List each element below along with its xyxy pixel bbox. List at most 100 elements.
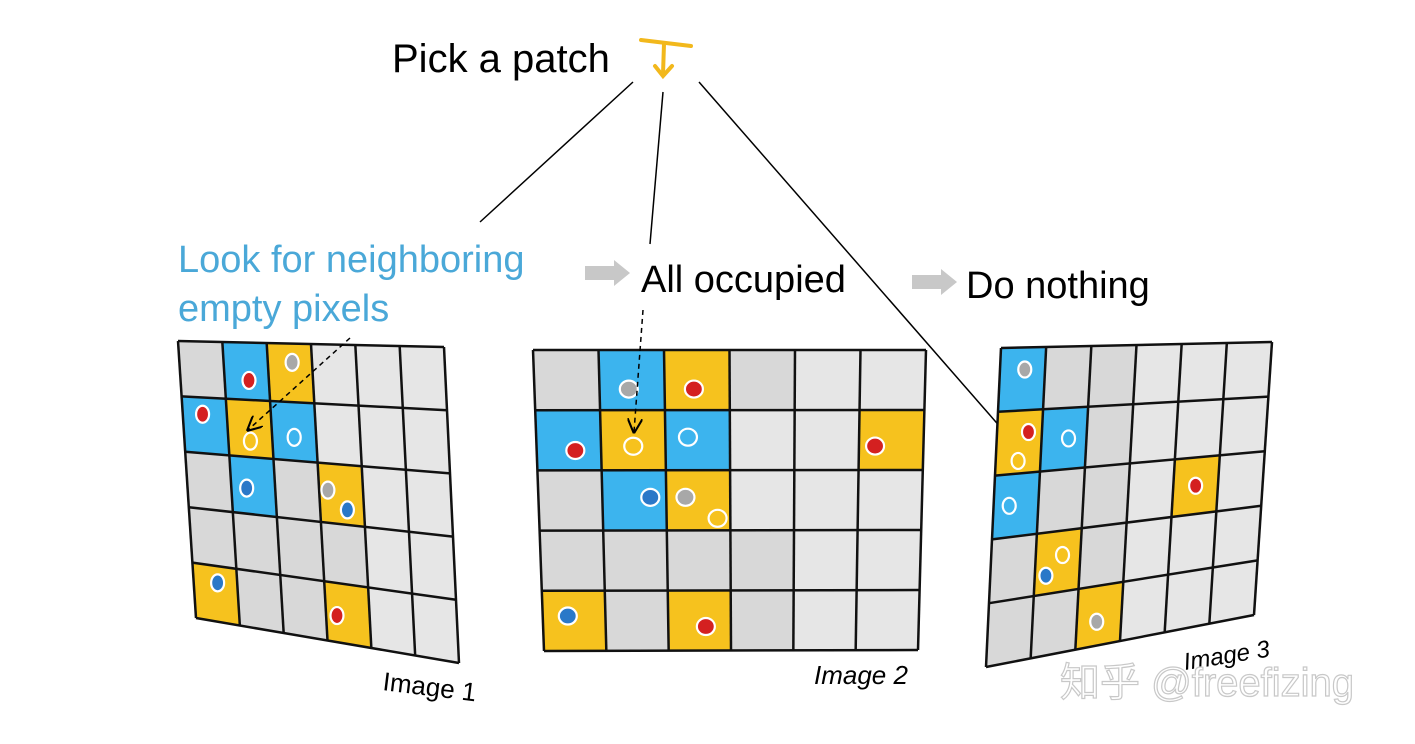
image1-cell	[402, 407, 450, 474]
dashed-arrow-image1	[248, 337, 351, 430]
image2-grid-line	[531, 349, 546, 652]
image1-cell	[273, 459, 321, 522]
image2-grid-line	[597, 349, 608, 651]
image3-cell	[1036, 467, 1085, 534]
image3-pixel-dot	[1020, 422, 1037, 442]
image1-grid-line	[354, 344, 373, 649]
image1-cell	[355, 345, 403, 408]
image1-cell	[324, 581, 372, 648]
image1-grid-line	[309, 343, 329, 641]
image2-grid-line	[792, 349, 797, 651]
image3-pixel-dot	[1010, 451, 1026, 471]
image2-cell	[729, 350, 795, 411]
image2-cell	[666, 530, 731, 591]
image2-pixel-dot	[565, 440, 586, 461]
image2-pixel-dot	[623, 436, 644, 456]
image2-grid-line	[662, 349, 670, 651]
image2-pixel-dot	[640, 487, 661, 507]
image1-cell	[408, 531, 456, 600]
image3-cell	[1133, 344, 1182, 405]
image1-cell	[236, 568, 284, 633]
connector-lines	[479, 81, 1016, 445]
do-nothing-label: Do nothing	[966, 265, 1150, 307]
image3-cell	[1178, 343, 1227, 402]
image3-cell	[1033, 528, 1082, 597]
image1-cell	[181, 396, 230, 456]
image1-label: Image 1	[381, 666, 478, 707]
image2-cell	[600, 410, 666, 471]
image2-cell	[665, 470, 731, 531]
image3-cell	[1081, 463, 1130, 529]
image3-cell	[1088, 345, 1137, 407]
image3-cell	[1174, 399, 1224, 460]
image3-cell	[1126, 459, 1175, 523]
image2-pixel-dot	[683, 379, 704, 399]
image2-cell	[794, 410, 860, 471]
image2-cell	[729, 410, 795, 471]
image3-cell	[995, 409, 1044, 476]
image3-cell	[1043, 346, 1092, 410]
image2-cell	[793, 590, 857, 651]
image3-cell	[1219, 396, 1269, 456]
image3-grid-line	[1029, 346, 1048, 659]
connector-to-image3	[698, 81, 1016, 445]
image3-pixel-dot	[1188, 476, 1204, 495]
image2-cell	[856, 530, 922, 591]
image3-grid-line	[984, 347, 1003, 668]
image3-cell	[1168, 511, 1217, 575]
image1-grid-line	[221, 341, 242, 626]
image3-cell	[998, 347, 1047, 412]
image1-cell	[311, 344, 359, 406]
image1-cell	[188, 507, 237, 569]
image2-cell	[603, 530, 668, 591]
image2-grid-line	[728, 349, 733, 651]
image2-cell	[730, 530, 794, 591]
image2-pixel-dot	[618, 379, 639, 399]
image1-cell	[178, 341, 226, 399]
image1-pixel-dot	[239, 478, 255, 498]
image1-cell	[361, 466, 409, 532]
image3-cell	[986, 596, 1034, 667]
image2-label: Image 2	[814, 660, 908, 690]
image3-cell	[1030, 588, 1079, 659]
image2-cell	[535, 410, 602, 471]
image3-pixel-dot	[1054, 545, 1071, 565]
image2-cell	[730, 470, 795, 531]
image3-grid-line	[1163, 343, 1183, 633]
gray-right-arrow-icon	[585, 260, 630, 286]
image3-cell	[1039, 406, 1089, 472]
image3-pixel-dot	[1089, 612, 1105, 631]
image2-cell	[857, 470, 923, 531]
image2-cell	[604, 590, 669, 651]
image2-cell	[859, 350, 926, 411]
image1-pixel-dot	[242, 431, 259, 451]
image3-pixel-dot	[1001, 496, 1017, 515]
image1-pixel-dot	[320, 480, 336, 500]
image2-pixel-dot	[695, 616, 716, 637]
image1-cell	[192, 562, 240, 626]
image1-cell	[276, 517, 325, 582]
image3-cell	[989, 533, 1037, 604]
image1-grid-line	[265, 342, 285, 634]
connector-to-look	[479, 81, 634, 223]
image1-cell	[266, 343, 315, 404]
image1-grid-line	[398, 345, 417, 656]
dashed-arrows	[248, 309, 644, 432]
image2-cell	[794, 350, 861, 411]
image2-cell	[794, 470, 859, 531]
image2-cell	[601, 470, 667, 531]
image2-cell	[793, 530, 858, 591]
image1-cell	[412, 593, 459, 663]
image2-cell	[533, 350, 601, 411]
image1-pixel-dot	[210, 573, 226, 593]
image1-cell	[364, 526, 413, 594]
image1-cell	[280, 575, 328, 641]
image3-grid-line	[1118, 344, 1138, 642]
image1-pixel-dot	[329, 605, 345, 626]
image3-pixel-dot	[1017, 360, 1033, 379]
image1-cell	[320, 521, 369, 588]
image2-pixel-dot	[675, 487, 696, 507]
image1-pixel-dot	[284, 352, 300, 372]
image2-pixel-dot	[864, 436, 886, 456]
